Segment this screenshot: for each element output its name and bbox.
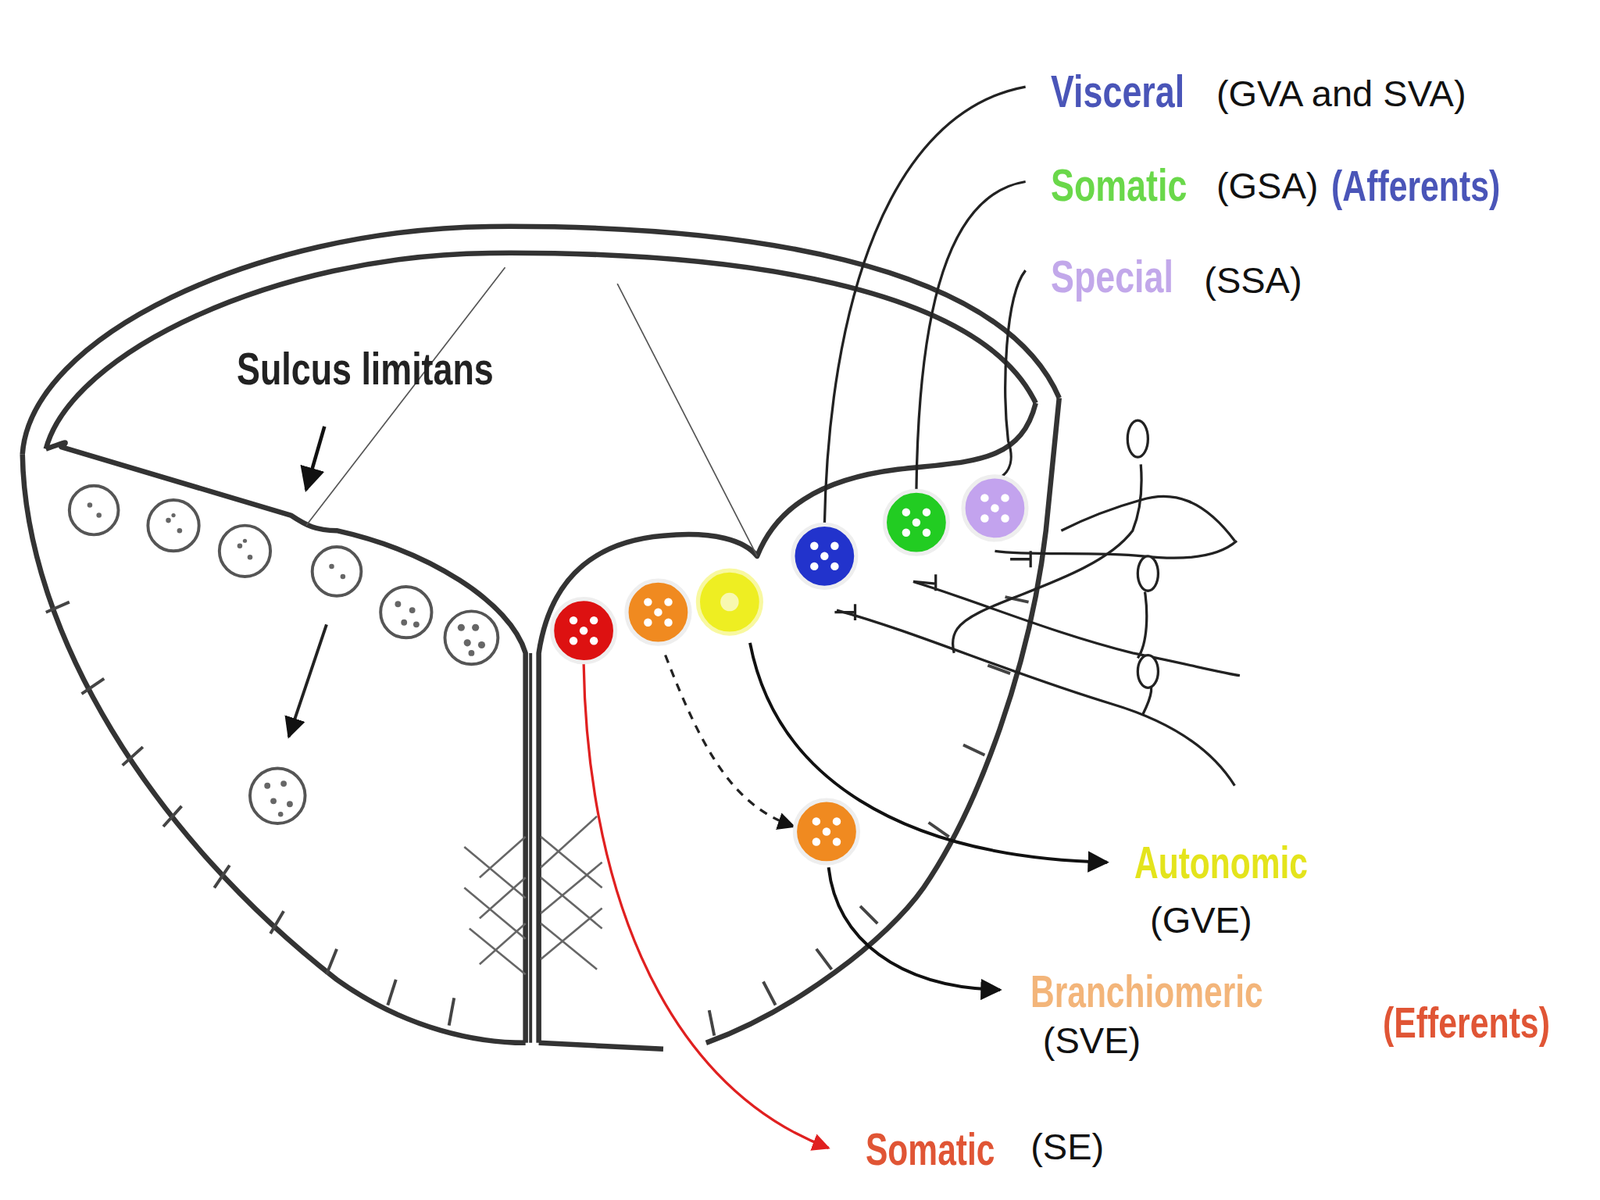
label-text: Autonomic	[1134, 838, 1308, 888]
label-text: (GVA and SVA)	[1216, 73, 1467, 115]
label-text: (SVE)	[1042, 1020, 1141, 1061]
label-text: (GSA)	[1216, 165, 1319, 207]
label-text: (GVE)	[1150, 900, 1253, 941]
label-text: Somatic	[1050, 160, 1187, 211]
label-text: Special	[1050, 253, 1174, 303]
label-text: (Efferents)	[1382, 999, 1550, 1047]
label-text: Sulcus limitans	[236, 344, 494, 394]
label-text: (Afferents)	[1331, 162, 1500, 210]
label-text: Somatic	[865, 1125, 995, 1175]
label-text: Branchiomeric	[1030, 967, 1264, 1017]
label-text: Visceral	[1050, 67, 1185, 117]
label-text: (SE)	[1030, 1126, 1104, 1168]
label-text: (SSA)	[1203, 260, 1302, 301]
